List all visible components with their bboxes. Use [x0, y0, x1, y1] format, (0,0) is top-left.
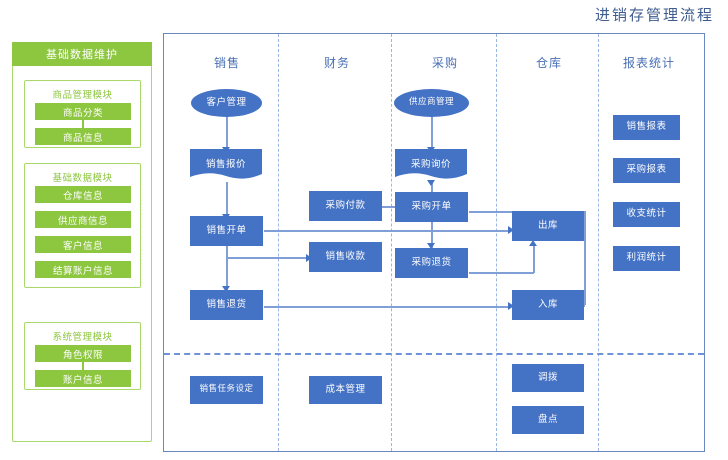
flow-container: 销售 财务 采购 仓库 报表统计 客户管理 销售报价	[163, 33, 705, 452]
green-box-settlement-account-info[interactable]: 结算账户信息	[35, 261, 131, 278]
connector-porder-to-stockin-v	[584, 211, 586, 305]
connector-salesreturn-to-stockin	[264, 306, 511, 308]
green-box-role-permission[interactable]: 角色权限	[35, 345, 131, 362]
connector-customer-to-quote	[226, 117, 228, 149]
column-header-purchase: 采购	[431, 56, 458, 70]
connector-order-to-stockout	[264, 230, 511, 232]
node-purchase-payment[interactable]: 采购付款	[309, 191, 382, 221]
green-box-product-info[interactable]: 商品信息	[35, 128, 131, 145]
node-transfer[interactable]: 调拨	[512, 364, 584, 392]
group-title: 商品管理模块	[52, 90, 113, 101]
connector-supplier-to-inquiry	[431, 117, 433, 149]
node-purchase-return[interactable]: 采购退货	[395, 248, 468, 278]
node-supplier-mgmt[interactable]: 供应商管理	[394, 89, 469, 117]
connector-preturn-to-stockout-v	[533, 246, 535, 273]
lane-divider-3	[496, 34, 497, 451]
arrowhead-icon	[529, 240, 537, 246]
node-purchase-order[interactable]: 采购开单	[395, 192, 468, 222]
connector-order-to-return	[226, 246, 228, 290]
column-header-sales: 销售	[213, 56, 240, 70]
green-box-customer-info[interactable]: 客户信息	[35, 236, 131, 253]
base-data-panel-header: 基础数据维护	[12, 42, 152, 66]
node-cost-mgmt[interactable]: 成本管理	[309, 376, 382, 404]
arrowhead-icon	[508, 302, 514, 310]
node-customer-mgmt[interactable]: 客户管理	[191, 89, 262, 117]
page-title: 进销存管理流程	[594, 6, 714, 24]
node-sales-order[interactable]: 销售开单	[190, 216, 263, 246]
node-stock-in[interactable]: 入库	[512, 290, 584, 320]
green-box-supplier-info[interactable]: 供应商信息	[35, 211, 131, 228]
connector-porder-to-preturn	[431, 222, 433, 248]
group-title: 基础数据模块	[52, 173, 113, 184]
arrowhead-icon	[427, 243, 435, 249]
node-sales-report[interactable]: 销售报表	[613, 115, 680, 140]
section-divider-horizontal	[164, 353, 704, 355]
group-title: 系统管理模块	[52, 332, 113, 343]
node-sales-quote[interactable]: 销售报价	[190, 149, 262, 182]
group-product-module: 商品管理模块 商品分类 商品信息	[24, 80, 141, 148]
node-sales-receipt[interactable]: 销售收款	[309, 242, 382, 272]
column-header-finance: 财务	[323, 56, 350, 70]
group-system-module: 系统管理模块 角色权限 账户信息	[24, 322, 141, 390]
node-income-expense-stats[interactable]: 收支统计	[613, 202, 680, 227]
arrowhead-icon	[427, 180, 435, 186]
node-stock-out[interactable]: 出库	[512, 211, 584, 241]
node-profit-stats[interactable]: 利润统计	[613, 246, 680, 271]
arrowhead-icon	[508, 226, 514, 234]
group-basic-data-module: 基础数据模块 仓库信息 供应商信息 客户信息 结算账户信息	[24, 163, 141, 288]
lane-divider-4	[598, 34, 599, 451]
node-purchase-report[interactable]: 采购报表	[613, 158, 680, 183]
node-inventory-check[interactable]: 盘点	[512, 406, 584, 434]
document-shape-icon	[395, 149, 467, 179]
column-header-reports: 报表统计	[622, 56, 675, 70]
lane-divider-2	[391, 34, 392, 451]
lane-divider-1	[278, 34, 279, 451]
column-header-warehouse: 仓库	[535, 56, 562, 70]
node-purchase-inquiry[interactable]: 采购询价	[395, 149, 467, 182]
green-box-warehouse-info[interactable]: 仓库信息	[35, 186, 131, 203]
connector-order-to-receipt-h	[226, 257, 308, 259]
document-shape-icon	[190, 149, 262, 179]
connector-preturn-to-stockout-h	[469, 272, 534, 274]
node-sales-task-setting[interactable]: 销售任务设定	[190, 376, 263, 404]
green-box-account-info[interactable]: 账户信息	[35, 370, 131, 387]
node-sales-return[interactable]: 销售退货	[190, 290, 263, 320]
arrowhead-icon	[222, 286, 230, 292]
connector-quote-to-order	[226, 182, 228, 216]
green-box-product-category[interactable]: 商品分类	[35, 103, 131, 120]
